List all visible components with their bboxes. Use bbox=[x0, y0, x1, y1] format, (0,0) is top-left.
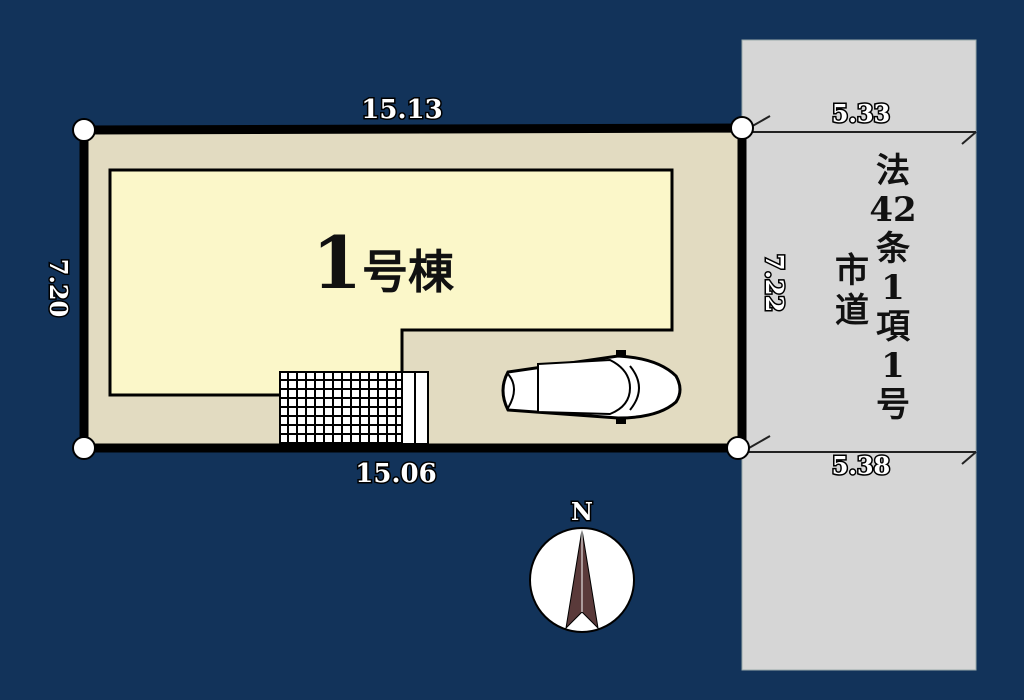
road-text-char: 法 bbox=[876, 151, 910, 191]
road-name-label: 市道 bbox=[835, 251, 869, 331]
road-text-char: 道 bbox=[835, 291, 869, 331]
north-compass: N bbox=[529, 496, 635, 633]
road-text-char: 条 bbox=[876, 229, 910, 269]
road-text-char: 1 bbox=[881, 268, 905, 308]
road-text-char: 42 bbox=[869, 190, 916, 230]
road-text-char: 1 bbox=[881, 346, 905, 386]
dimension-top: 15.13 bbox=[361, 95, 442, 125]
road-strip bbox=[741, 39, 977, 671]
road-dimension-top: 5.33 bbox=[832, 99, 890, 128]
corner-marker bbox=[72, 436, 96, 460]
road-text-char: 号 bbox=[876, 385, 910, 425]
dimension-left: 7.20 bbox=[44, 259, 73, 317]
car-icon bbox=[501, 350, 682, 424]
dimension-bottom: 15.06 bbox=[355, 459, 436, 489]
road-dimension-bottom: 5.38 bbox=[832, 451, 890, 480]
building-number: 1 bbox=[312, 220, 362, 305]
corner-marker bbox=[72, 118, 96, 142]
road-text-char: 市 bbox=[835, 251, 869, 291]
north-label: N bbox=[571, 497, 593, 526]
road-text-char: 項 bbox=[876, 307, 911, 347]
corner-marker bbox=[730, 116, 754, 140]
entrance-steps bbox=[279, 371, 429, 445]
dimension-right: 7.22 bbox=[760, 254, 789, 312]
road-tick bbox=[961, 451, 977, 465]
building-footprint bbox=[108, 168, 674, 397]
building-suffix: 号棟 bbox=[362, 245, 455, 299]
corner-marker bbox=[726, 436, 750, 460]
road-tick bbox=[961, 131, 977, 145]
